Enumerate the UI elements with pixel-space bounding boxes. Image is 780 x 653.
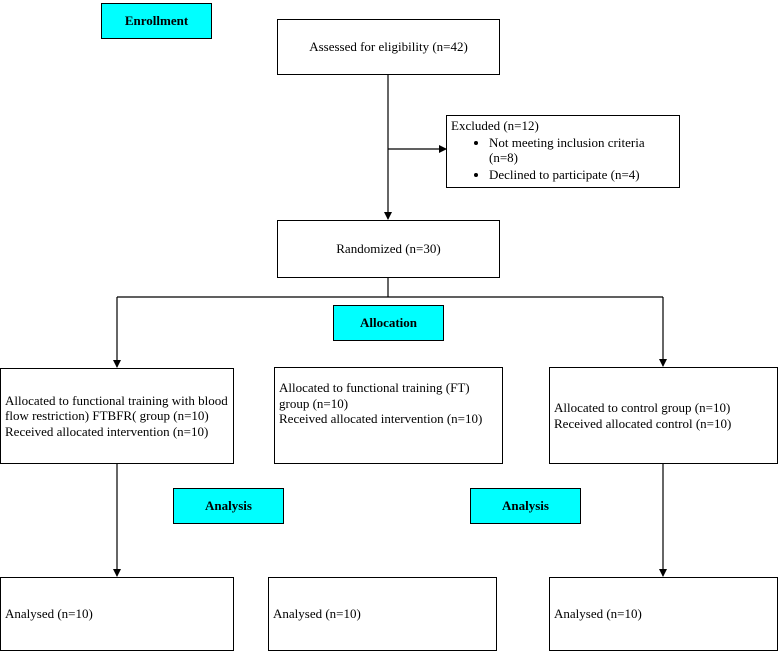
stage-label-analysis-right: Analysis (470, 488, 581, 524)
box-alloc-ft-line1: Allocated to functional training (FT) gr… (279, 380, 470, 411)
excluded-reason: Declined to participate (n=4) (489, 167, 675, 183)
excluded-reasons-list: Not meeting inclusion criteria (n=8) Dec… (451, 135, 675, 183)
stage-label-enrollment-text: Enrollment (124, 13, 189, 28)
box-excluded: Excluded (n=12) Not meeting inclusion cr… (446, 115, 680, 188)
box-assessed-text: Assessed for eligibility (n=42) (309, 39, 468, 55)
box-alloc-ftbfr-line1: Allocated to functional training with bl… (5, 392, 228, 424)
box-excluded-title: Excluded (n=12) (451, 118, 539, 133)
box-alloc-control-line2: Received allocated control (n=10) (554, 415, 732, 431)
stage-label-analysis-left-text: Analysis (205, 498, 252, 513)
stage-label-enrollment: Enrollment (101, 3, 212, 39)
box-analysed-ft: Analysed (n=10) (268, 577, 497, 651)
box-analysed-ft-text: Analysed (n=10) (273, 606, 361, 622)
stage-label-analysis-left: Analysis (173, 488, 284, 524)
stage-label-allocation: Allocation (333, 305, 444, 341)
box-analysed-control-text: Analysed (n=10) (554, 606, 642, 622)
box-analysed-ftbfr: Analysed (n=10) (0, 577, 234, 651)
stage-label-allocation-text: Allocation (359, 315, 418, 330)
excluded-reason: Not meeting inclusion criteria (n=8) (489, 135, 675, 166)
box-alloc-control: Allocated to control group (n=10) Receiv… (549, 367, 778, 464)
box-alloc-ftbfr: Allocated to functional training with bl… (0, 368, 234, 464)
box-alloc-control-line1: Allocated to control group (n=10) (554, 399, 731, 415)
box-assessed: Assessed for eligibility (n=42) (277, 19, 500, 75)
stage-label-analysis-right-text: Analysis (502, 498, 549, 513)
box-analysed-ftbfr-text: Analysed (n=10) (5, 606, 93, 622)
box-alloc-ft-line2: Received allocated intervention (n=10) (279, 411, 483, 427)
box-analysed-control: Analysed (n=10) (549, 577, 778, 651)
box-alloc-ftbfr-line2: Received allocated intervention (n=10) (5, 423, 209, 439)
box-randomized: Randomized (n=30) (277, 220, 500, 278)
box-randomized-text: Randomized (n=30) (336, 241, 441, 257)
box-alloc-ft: Allocated to functional training (FT) gr… (274, 367, 503, 464)
